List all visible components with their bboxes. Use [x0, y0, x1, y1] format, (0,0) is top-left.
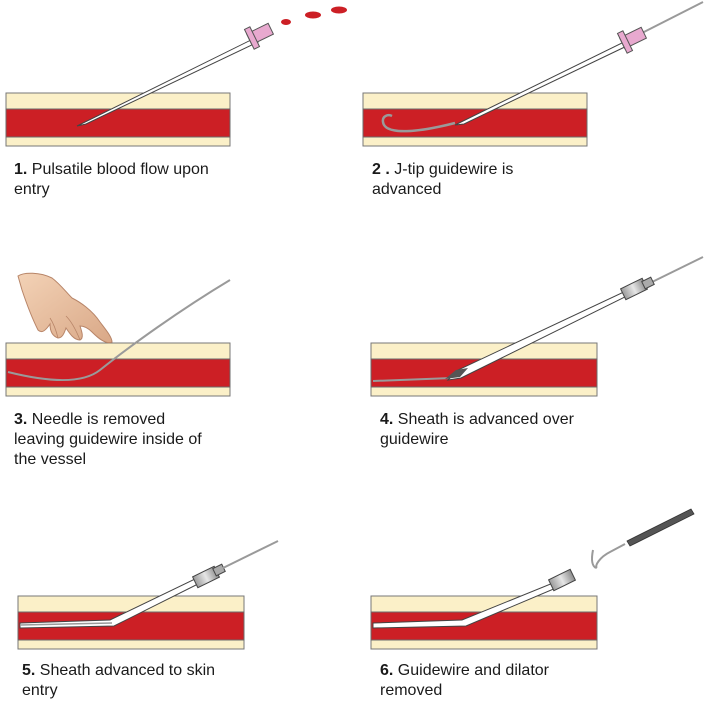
- tissue-block: [5, 92, 231, 147]
- step-number: 5.: [22, 662, 36, 679]
- caption-step-4: 4. Sheath is advanced over guidewire: [380, 410, 640, 450]
- step-text: J-tip guidewire is: [394, 161, 514, 178]
- caption-step-5: 5. Sheath advanced to skin entry: [22, 661, 282, 701]
- step-number: 2 .: [372, 161, 390, 178]
- panel-6: [370, 508, 695, 650]
- blood-drops-icon: [281, 6, 347, 25]
- step-text: Guidewire and dilator: [397, 662, 549, 679]
- step-text: Sheath advanced to skin: [39, 662, 216, 679]
- step-text: removed: [380, 682, 443, 699]
- needle-icon: [76, 22, 275, 127]
- sheath-icon: [372, 568, 577, 629]
- needle-icon: [454, 26, 648, 126]
- step-text: Sheath is advanced over: [397, 411, 574, 428]
- caption-step-2: 2 . J-tip guidewire is advanced: [372, 160, 632, 200]
- sheath-icon: [445, 276, 655, 381]
- step-number: 1.: [14, 161, 28, 178]
- hand-icon: [17, 272, 113, 344]
- caption-step-3: 3. Needle is removed leaving guidewire i…: [14, 410, 274, 470]
- caption-step-6: 6. Guidewire and dilator removed: [380, 661, 640, 701]
- panel-3: [5, 272, 231, 397]
- step-text: guidewire: [380, 431, 449, 448]
- step-text: Pulsatile blood flow upon: [31, 161, 209, 178]
- step-text: entry: [14, 181, 50, 198]
- caption-step-1: 1. Pulsatile blood flow upon entry: [14, 160, 274, 200]
- step-text: Needle is removed: [31, 411, 166, 428]
- step-text: the vessel: [14, 451, 87, 468]
- sheath-icon: [19, 563, 226, 629]
- panel-2: [362, 1, 704, 147]
- step-text: leaving guidewire inside of: [14, 431, 202, 448]
- step-number: 6.: [380, 662, 394, 679]
- panel-1: [5, 6, 347, 147]
- step-number: 4.: [380, 411, 394, 428]
- guidewire-icon: [7, 279, 231, 381]
- step-text: entry: [22, 682, 58, 699]
- panel-5: [17, 540, 279, 650]
- guidewire-icon: [372, 256, 704, 382]
- guidewire-icon: [222, 540, 279, 569]
- guidewire-icon: [591, 543, 626, 569]
- guidewire-icon: [381, 1, 704, 133]
- dilator-icon: [626, 508, 695, 547]
- tissue-block: [370, 342, 598, 397]
- tissue-block: [362, 92, 588, 147]
- step-text: advanced: [372, 181, 442, 198]
- tissue-block: [5, 342, 231, 397]
- panel-4: [370, 256, 704, 397]
- step-number: 3.: [14, 411, 28, 428]
